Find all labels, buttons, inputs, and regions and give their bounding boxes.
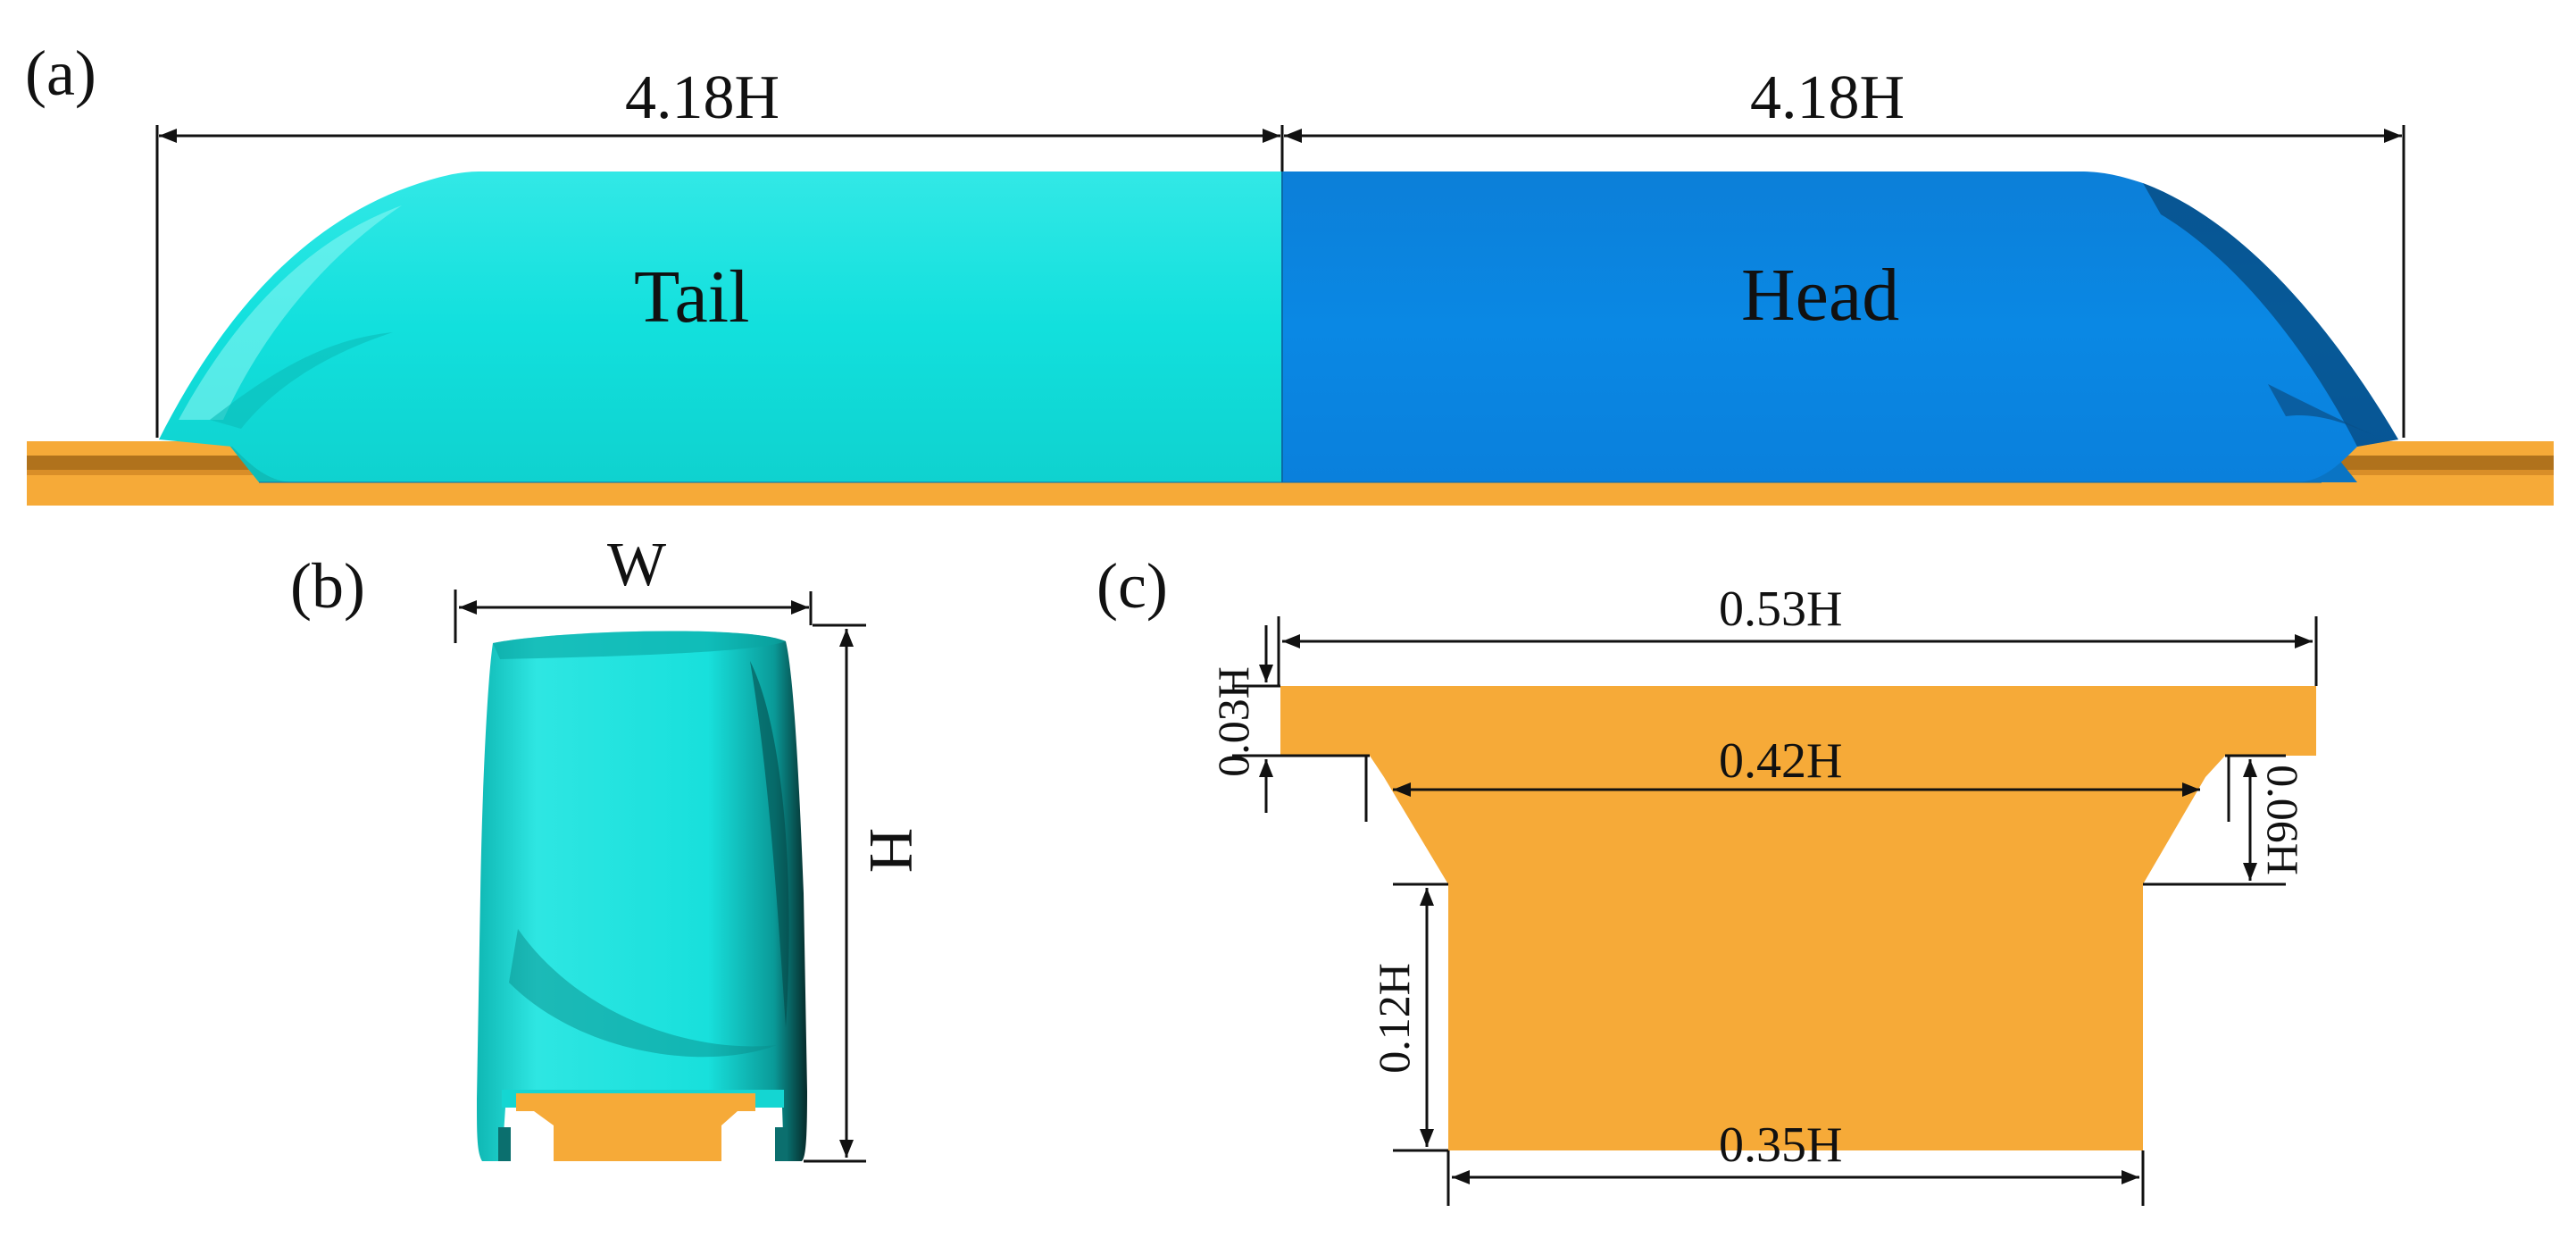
dim-right-length: 4.18H bbox=[1750, 63, 1905, 132]
panel-c: (c) bbox=[1096, 550, 2318, 1206]
train-body bbox=[159, 171, 2398, 483]
train-cross-section bbox=[477, 631, 807, 1161]
track-cross-section bbox=[1280, 686, 2316, 1150]
panel-a-label: (a) bbox=[25, 38, 96, 109]
dimension-b bbox=[454, 590, 866, 1163]
dim-left-length: 4.18H bbox=[625, 63, 779, 132]
track-cross-section-small bbox=[516, 1093, 755, 1161]
dim-web-height: 0.12H bbox=[1369, 963, 1419, 1074]
dim-top-thickness: 0.03H bbox=[1208, 666, 1258, 777]
dim-mid-width: 0.42H bbox=[1719, 733, 1842, 789]
panel-b-label: (b) bbox=[290, 550, 365, 622]
dimension-c bbox=[1232, 616, 2318, 1206]
panel-c-label: (c) bbox=[1096, 550, 1168, 622]
panel-b: (b) W H bbox=[290, 531, 925, 1163]
dim-height: H bbox=[856, 828, 925, 874]
dim-bottom-width: 0.35H bbox=[1719, 1117, 1842, 1173]
dim-slope-height: 0.06H bbox=[2258, 765, 2308, 875]
panel-a: (a) Tail Head bbox=[25, 38, 2554, 506]
dimension-a bbox=[155, 125, 2405, 438]
dim-width: W bbox=[607, 531, 666, 599]
dim-top-width: 0.53H bbox=[1719, 581, 1842, 637]
head-label: Head bbox=[1741, 254, 1899, 337]
tail-label: Tail bbox=[634, 255, 749, 339]
